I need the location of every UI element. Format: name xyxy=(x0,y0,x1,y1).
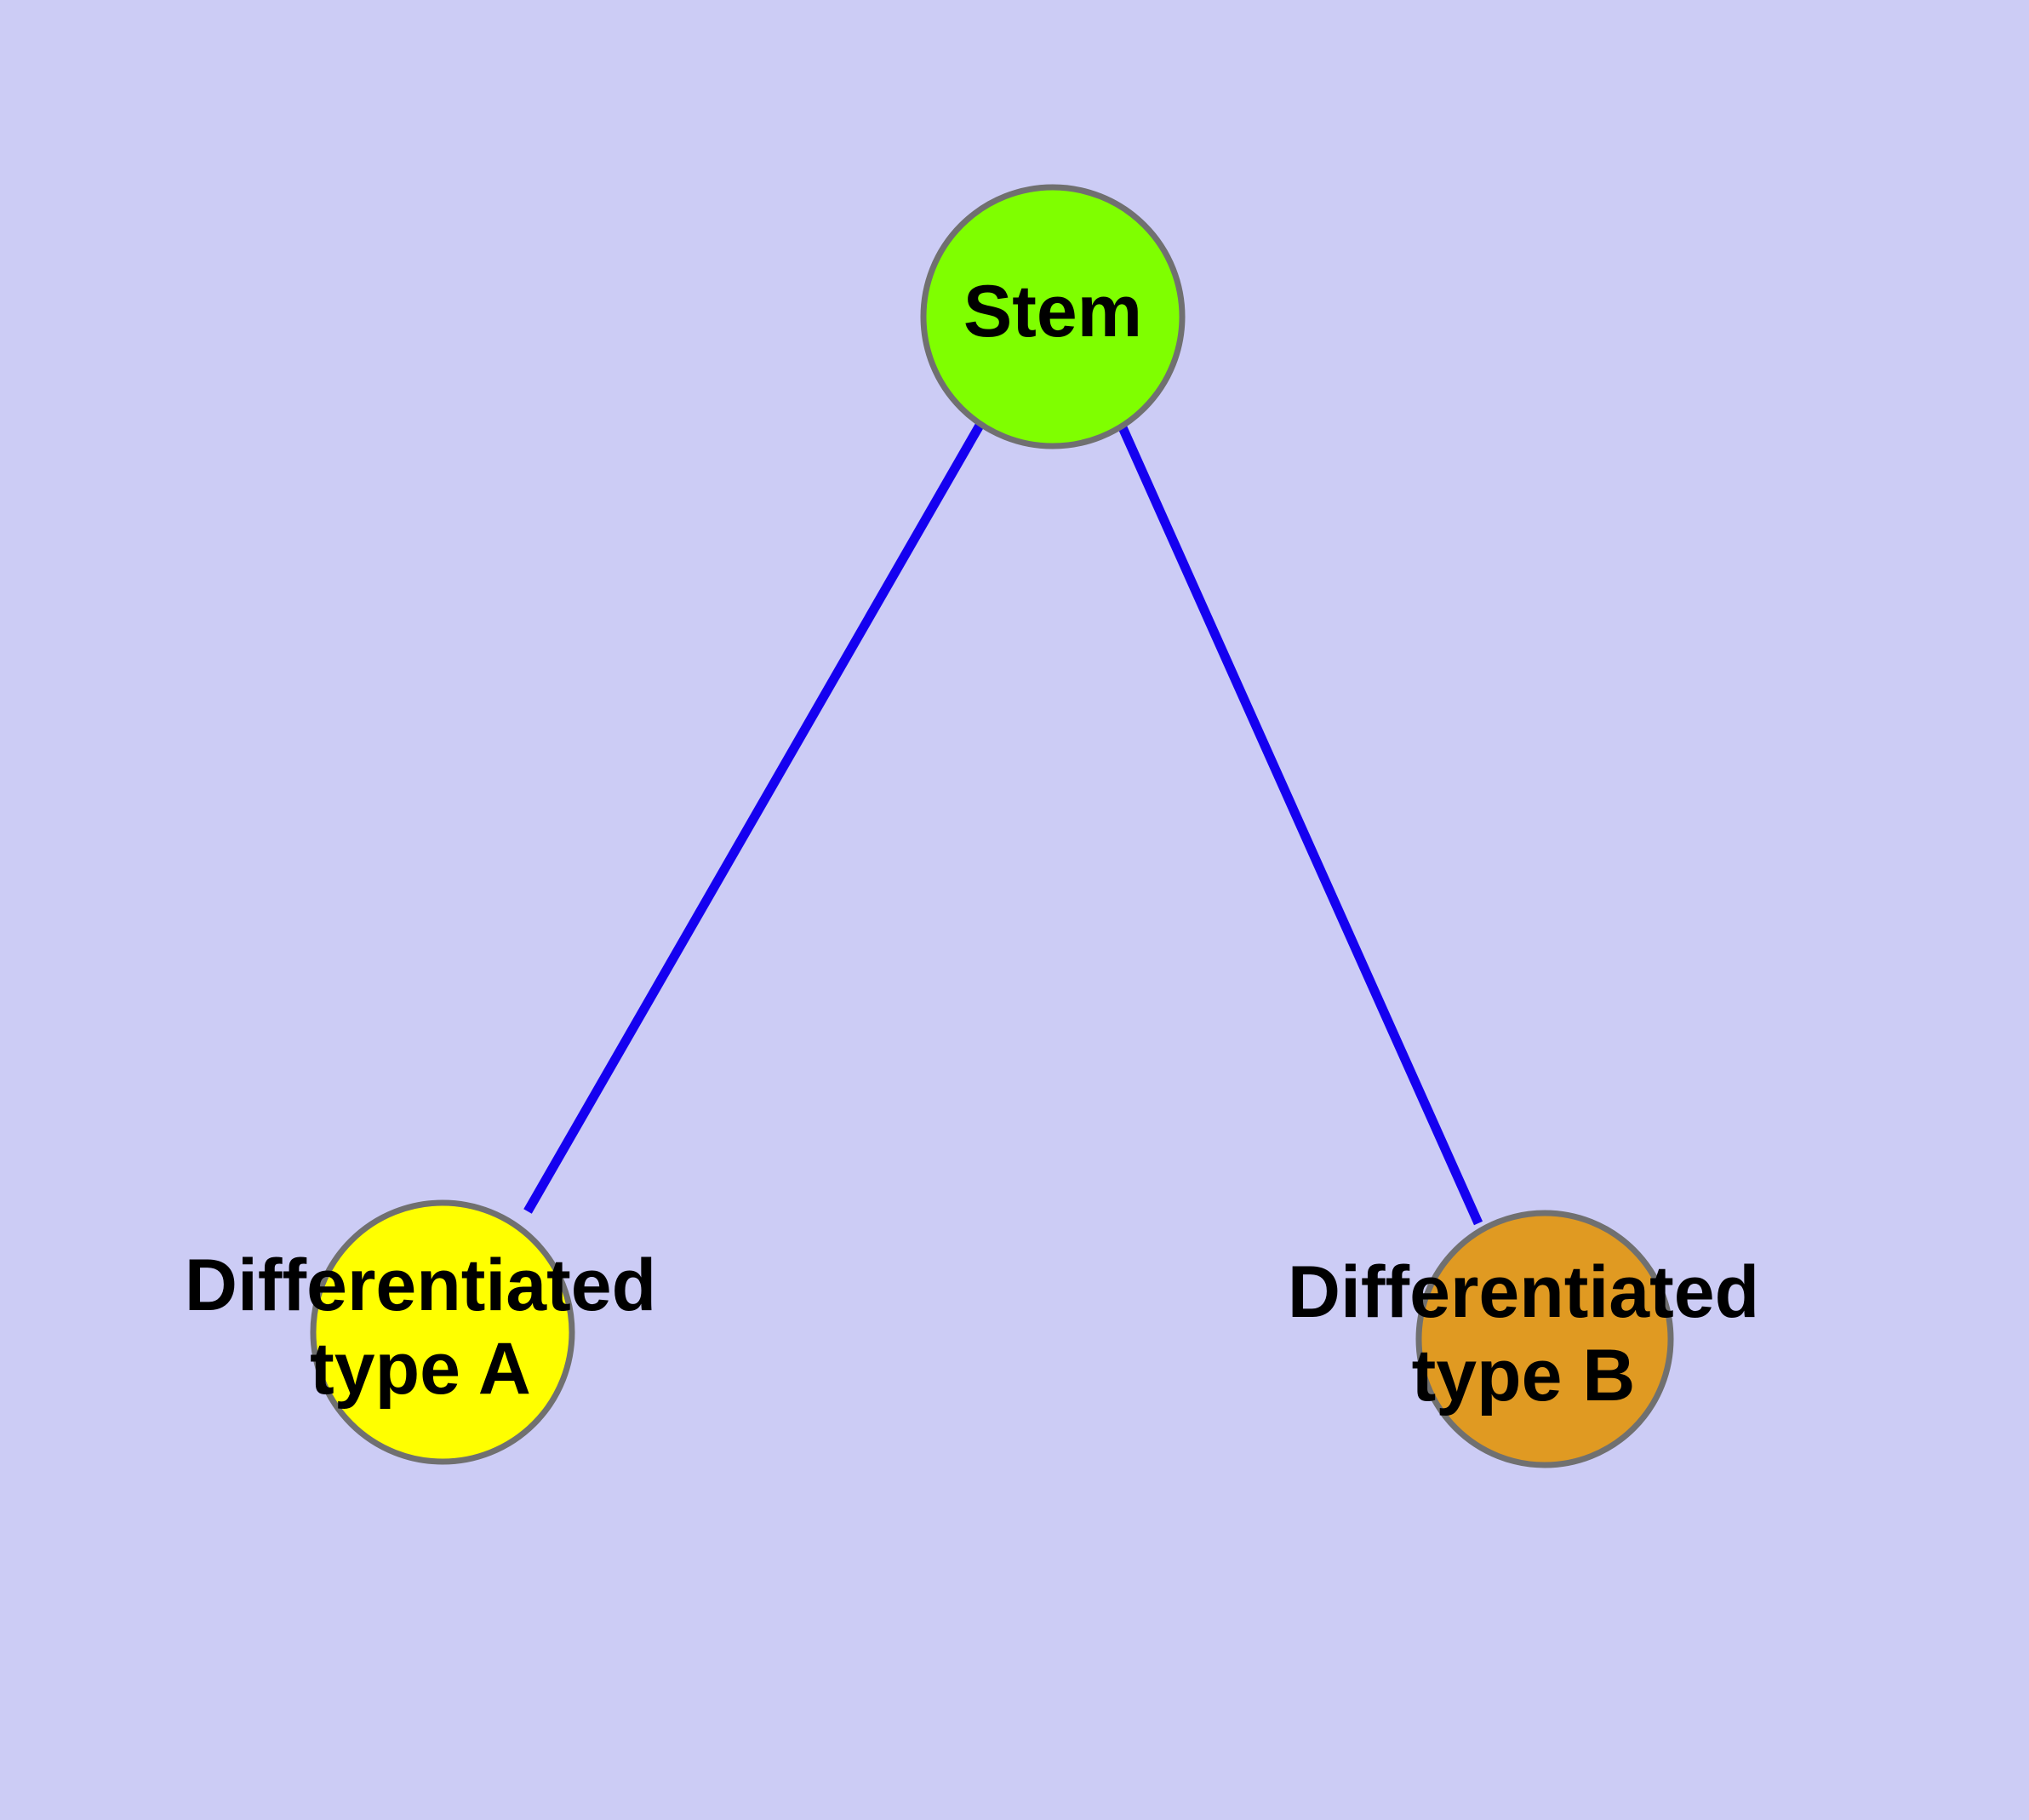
graph-node-diff-a[interactable] xyxy=(310,1199,575,1465)
graph-edge-stem-to-diff-a xyxy=(523,421,985,1214)
node-label-stem: Stem xyxy=(963,271,1142,352)
node-label-line: Stem xyxy=(963,271,1142,352)
graph-node-diff-b[interactable] xyxy=(1415,1210,1674,1468)
node-label-line: Differentiated xyxy=(1288,1251,1759,1333)
node-label-line: Differentiated xyxy=(185,1245,656,1326)
graph-node-stem[interactable] xyxy=(920,184,1186,449)
edges-group xyxy=(523,421,1483,1226)
node-label-line: type A xyxy=(310,1328,531,1410)
node-label-line: type B xyxy=(1412,1335,1636,1417)
graph-edge-stem-to-diff-b xyxy=(1117,423,1483,1226)
nodes-group xyxy=(310,184,1674,1468)
